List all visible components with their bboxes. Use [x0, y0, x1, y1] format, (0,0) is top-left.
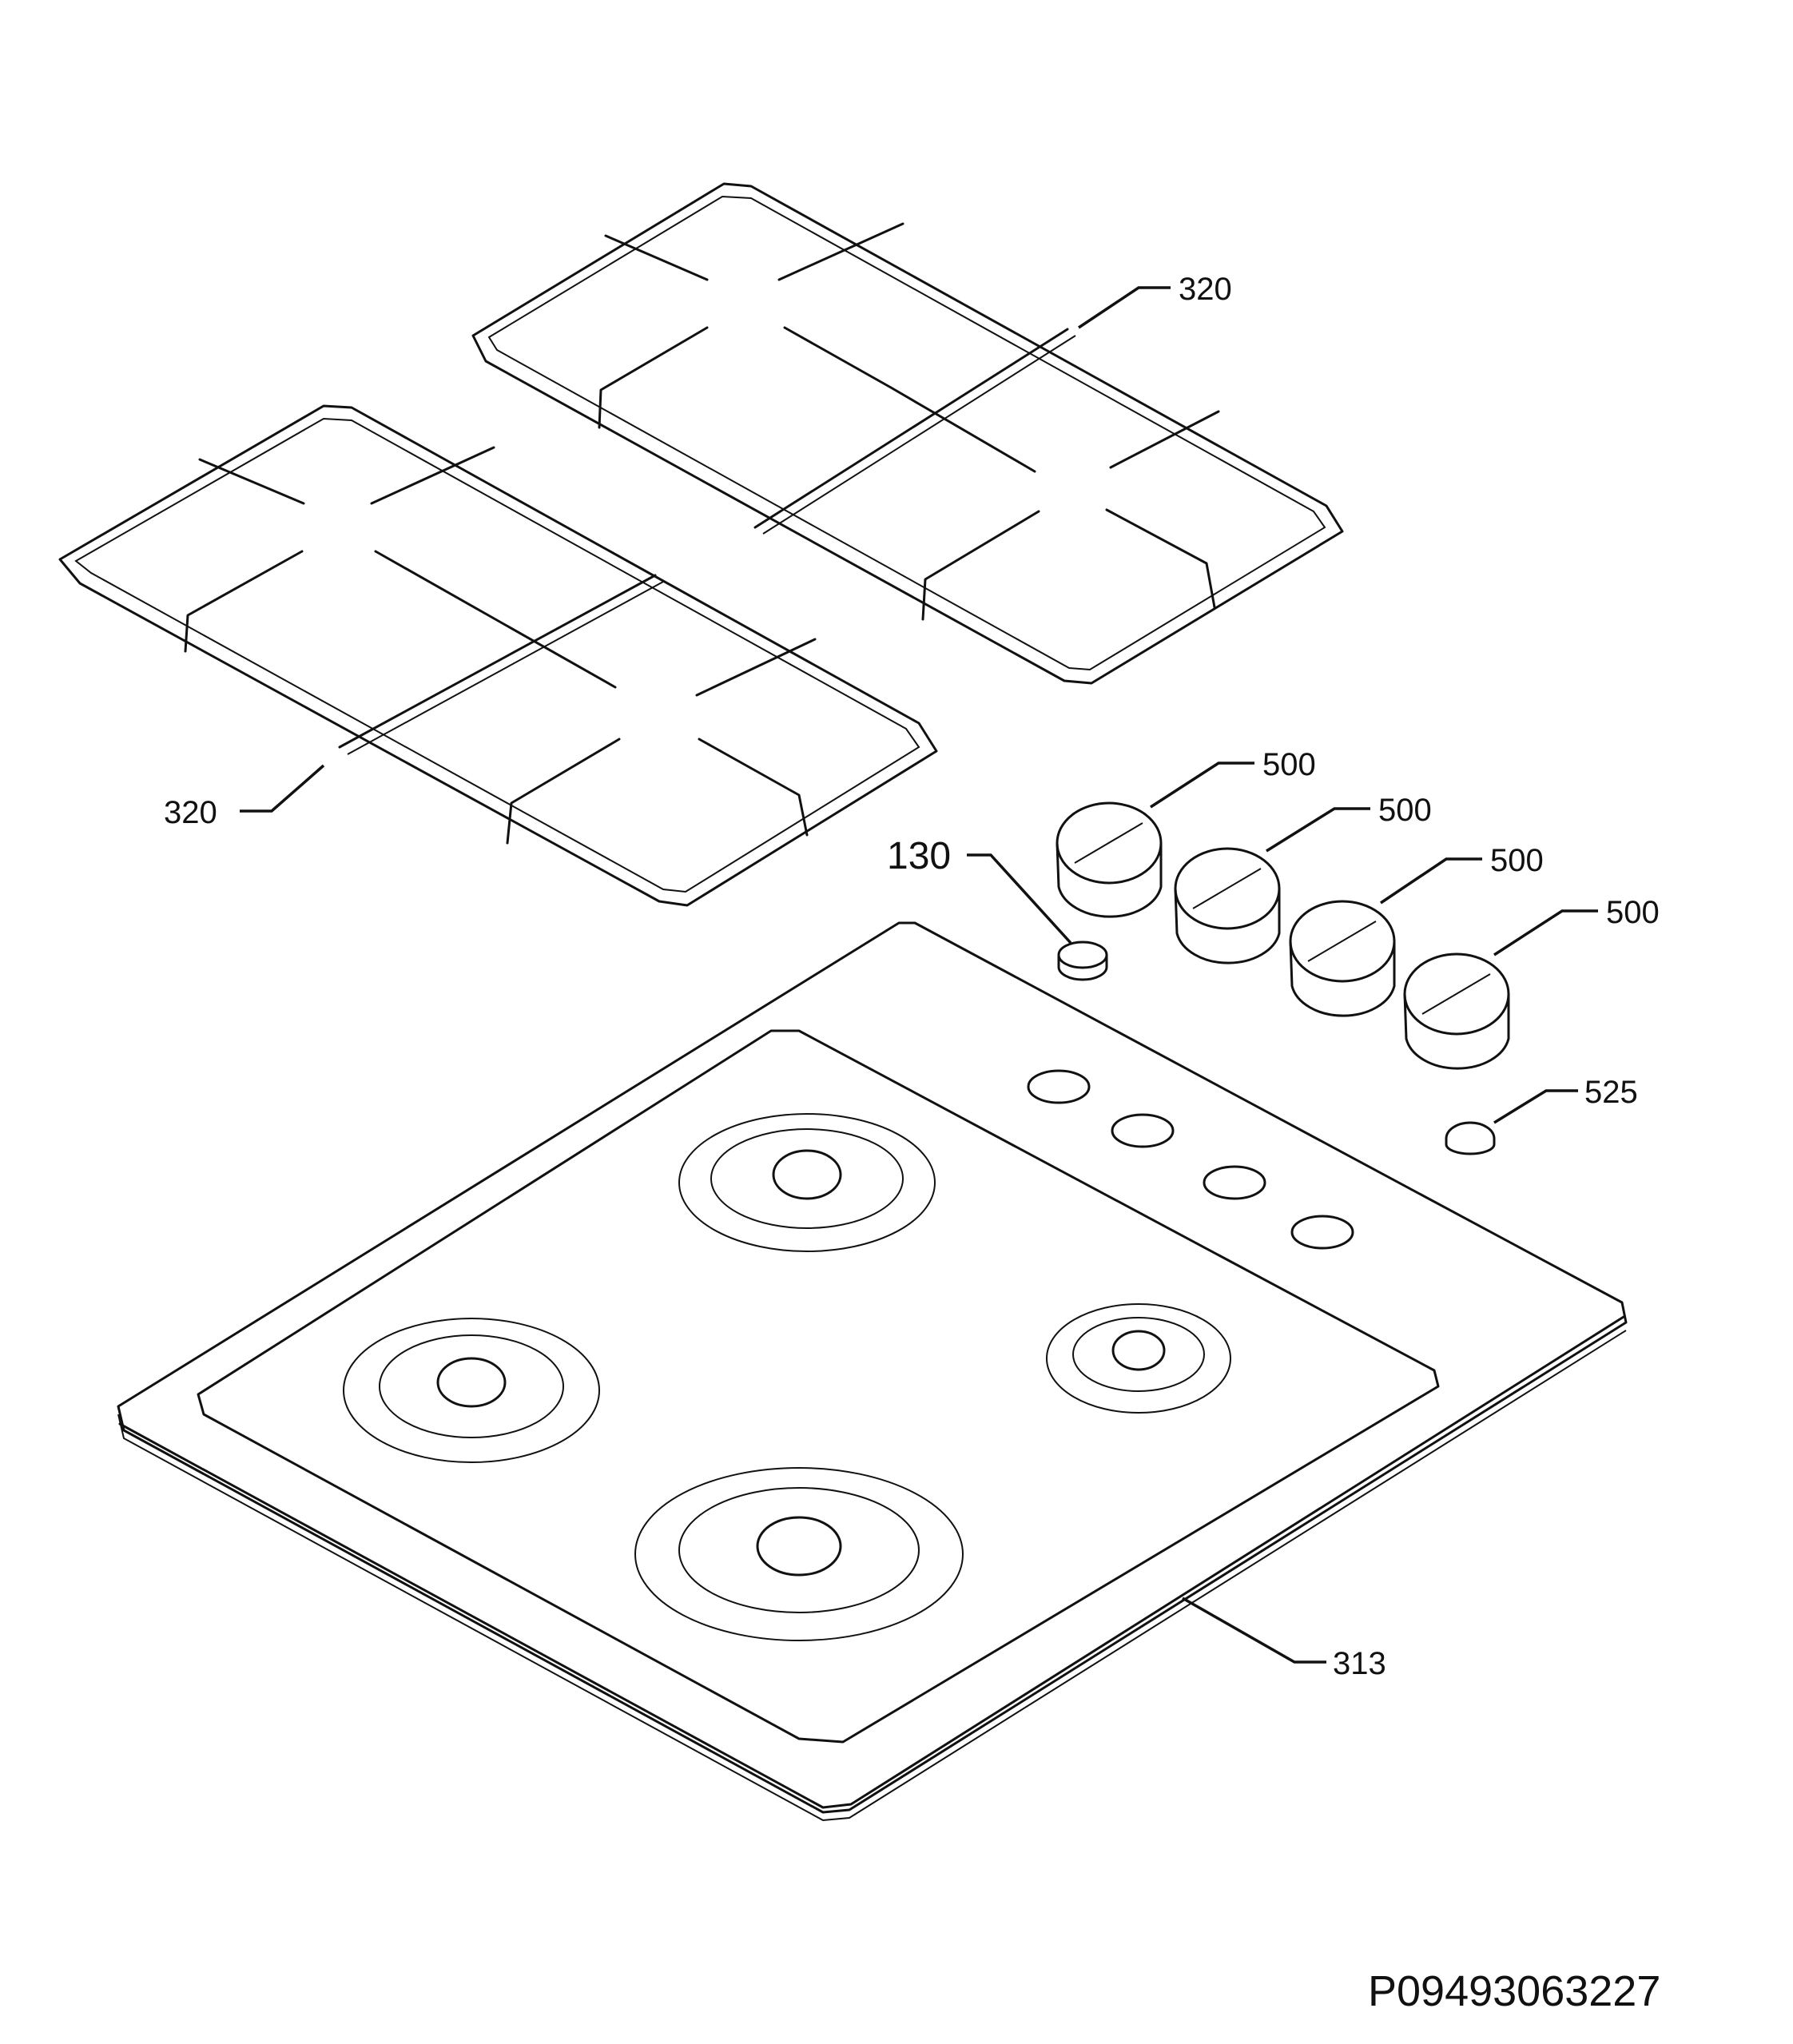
callout-320-right: 320 [1179, 272, 1232, 307]
callout-320-left: 320 [164, 795, 217, 830]
leader-line-320-left [240, 764, 325, 813]
callout-500-2: 500 [1378, 793, 1432, 828]
callout-313: 313 [1333, 1646, 1386, 1681]
control-knob-3 [1289, 900, 1396, 1017]
leader-line-500-1 [1150, 762, 1254, 809]
knob-seat [1290, 1215, 1354, 1250]
document-code: P09493063227 [1368, 1967, 1660, 2015]
leader-line-525 [1493, 1089, 1578, 1124]
leader-line-500-4 [1493, 909, 1598, 956]
leader-line-130 [967, 853, 1072, 944]
burner-rear-right [1046, 1303, 1231, 1414]
pan-support-right [471, 182, 1344, 685]
knob-seat [1111, 1113, 1175, 1148]
callout-130: 130 [887, 835, 951, 877]
part-130-bush [1057, 940, 1108, 981]
callout-500-3: 500 [1490, 843, 1544, 878]
control-knob-4 [1403, 952, 1510, 1070]
control-knob-2 [1174, 847, 1281, 964]
burner-front-right [634, 1467, 964, 1641]
part-525-cap [1445, 1121, 1496, 1155]
leader-line-500-3 [1380, 857, 1482, 905]
callout-525: 525 [1584, 1075, 1638, 1110]
leader-line-320-right [1078, 286, 1171, 329]
knob-seat [1027, 1069, 1091, 1104]
burner-front-left [343, 1318, 600, 1463]
leader-line-500-2 [1266, 807, 1370, 853]
callout-500-1: 500 [1262, 747, 1316, 782]
burner-rear-left [678, 1113, 936, 1252]
pan-support-left [58, 404, 938, 907]
callout-500-4: 500 [1606, 895, 1660, 930]
hob-top [117, 921, 1628, 1822]
knob-seat [1203, 1165, 1266, 1200]
control-knob-1 [1056, 801, 1163, 918]
leader-line-313 [1182, 1597, 1326, 1664]
